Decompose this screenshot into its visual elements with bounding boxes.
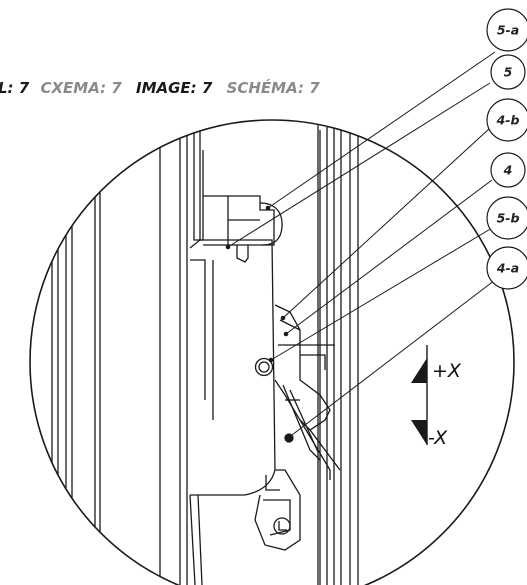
plus-x-label: +X (432, 360, 462, 382)
callout-label-5-a: 5-a (497, 23, 519, 38)
direction-indicator: +X -X (411, 345, 462, 449)
callout-4-a: 4-a (486, 246, 527, 290)
leader-5 (227, 82, 491, 248)
arrow-up-icon (411, 358, 427, 383)
leader-4 (285, 179, 493, 335)
callout-5: 5 (490, 54, 526, 90)
detail-circle-boundary (29, 119, 515, 585)
callout-5-b: 5-b (486, 196, 527, 240)
callout-5-a: 5-a (486, 8, 527, 52)
leader-5-a (267, 51, 496, 209)
leader-lines (225, 51, 496, 439)
detail-magnifier (51, 120, 359, 585)
header-part-2: CXEMA: 7 (40, 79, 122, 97)
callout-label-4-b: 4-b (496, 113, 520, 128)
leader-4-b (282, 127, 491, 319)
header-part-1: L: 7 (0, 79, 30, 97)
diagram-header: L: 7 CXEMA: 7 IMAGE: 7 SCHÉMA: 7 (0, 78, 320, 97)
callout-label-5-b: 5-b (497, 211, 520, 226)
callout-label-4: 4 (503, 163, 513, 178)
callout-label-4-a: 4-a (496, 261, 519, 276)
callout-label-5: 5 (504, 65, 513, 80)
callout-4-b: 4-b (486, 98, 527, 142)
minus-x-label: -X (428, 427, 448, 449)
callout-4: 4 (490, 152, 526, 188)
header-part-4: SCHÉMA: 7 (227, 78, 321, 97)
arrow-down-icon (411, 420, 427, 445)
header-part-3: IMAGE: 7 (136, 79, 213, 97)
leader-4-a (287, 279, 496, 439)
leader-5-b (270, 227, 493, 361)
